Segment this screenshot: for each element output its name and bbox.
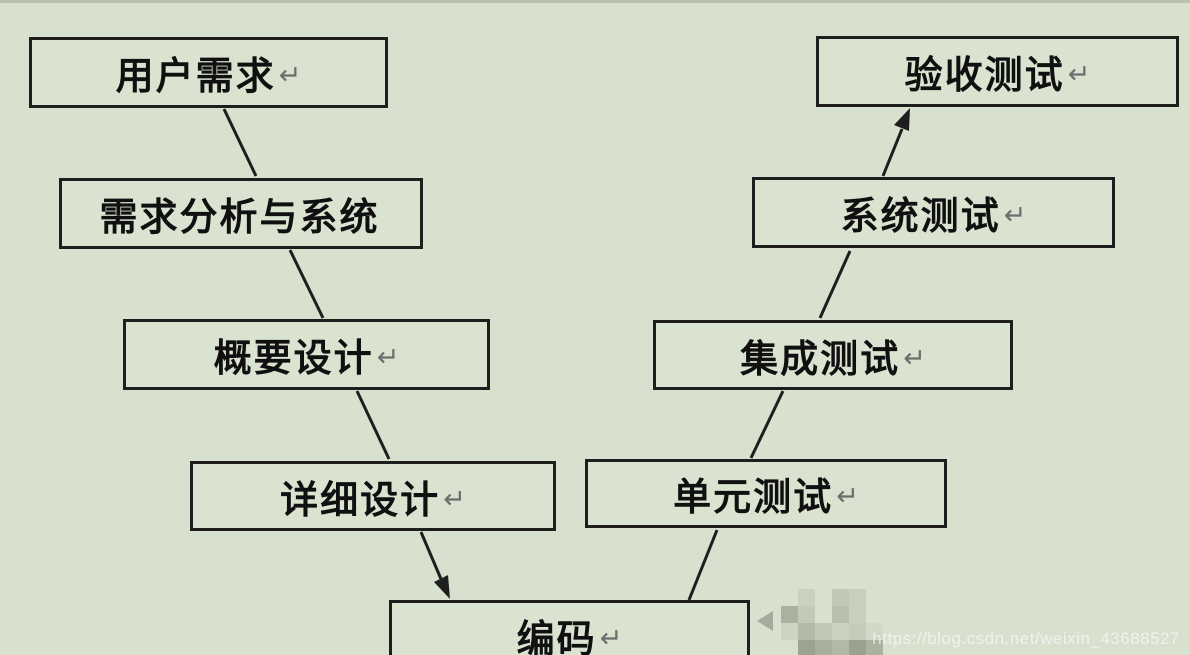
return-mark-icon: ↵ xyxy=(376,342,400,372)
edge-unit-testing-to-integration-testing xyxy=(749,390,785,459)
edge-system-testing-to-acceptance-testing xyxy=(881,128,904,177)
arrowhead-into-acceptance-testing xyxy=(894,108,910,131)
node-system-testing: 系统测试↵ xyxy=(752,177,1115,248)
edge-integration-testing-to-system-testing xyxy=(818,250,852,319)
censored-mosaic xyxy=(781,589,900,655)
arrowhead-into-coding xyxy=(434,575,450,599)
return-mark-icon: ↵ xyxy=(1003,200,1027,230)
edge-preliminary-design-to-detailed-design xyxy=(355,390,391,460)
csdn-watermark: https://blog.csdn.net/weixin_43688527 xyxy=(872,629,1180,648)
node-label: 需求分析与系统 xyxy=(99,197,380,239)
node-label: 编码 xyxy=(516,618,597,655)
node-coding: 编码↵ xyxy=(389,600,750,655)
edge-detailed-design-to-coding xyxy=(419,531,443,580)
node-label: 概要设计 xyxy=(213,338,374,380)
node-preliminary-design: 概要设计↵ xyxy=(123,319,490,390)
return-mark-icon: ↵ xyxy=(443,483,466,514)
node-label: 系统测试 xyxy=(840,196,1001,238)
node-acceptance-testing: 验收测试↵ xyxy=(816,36,1179,107)
return-mark-icon: ↵ xyxy=(836,481,859,511)
return-mark-icon: ↵ xyxy=(903,342,926,373)
return-mark-icon: ↵ xyxy=(599,622,623,653)
node-label: 用户需求 xyxy=(115,56,276,98)
node-label: 详细设计 xyxy=(280,479,441,522)
node-requirement-analysis-system: 需求分析与系统 xyxy=(59,178,423,249)
mosaic-triangle-artifact xyxy=(757,611,773,631)
return-mark-icon: ↵ xyxy=(1067,59,1091,89)
node-unit-testing: 单元测试↵ xyxy=(585,459,947,528)
node-label: 集成测试 xyxy=(740,338,901,381)
node-user-requirements: 用户需求↵ xyxy=(29,37,388,108)
edge-user-requirements-to-requirement-analysis xyxy=(222,108,258,177)
edge-requirement-analysis-to-preliminary-design xyxy=(288,249,325,319)
node-detailed-design: 详细设计↵ xyxy=(190,461,556,531)
edge-coding-to-unit-testing xyxy=(687,529,719,601)
node-integration-testing: 集成测试↵ xyxy=(653,320,1013,390)
top-edge-artifact xyxy=(0,0,1190,3)
node-label: 单元测试 xyxy=(673,477,834,519)
return-mark-icon: ↵ xyxy=(278,60,302,90)
node-label: 验收测试 xyxy=(904,55,1065,97)
